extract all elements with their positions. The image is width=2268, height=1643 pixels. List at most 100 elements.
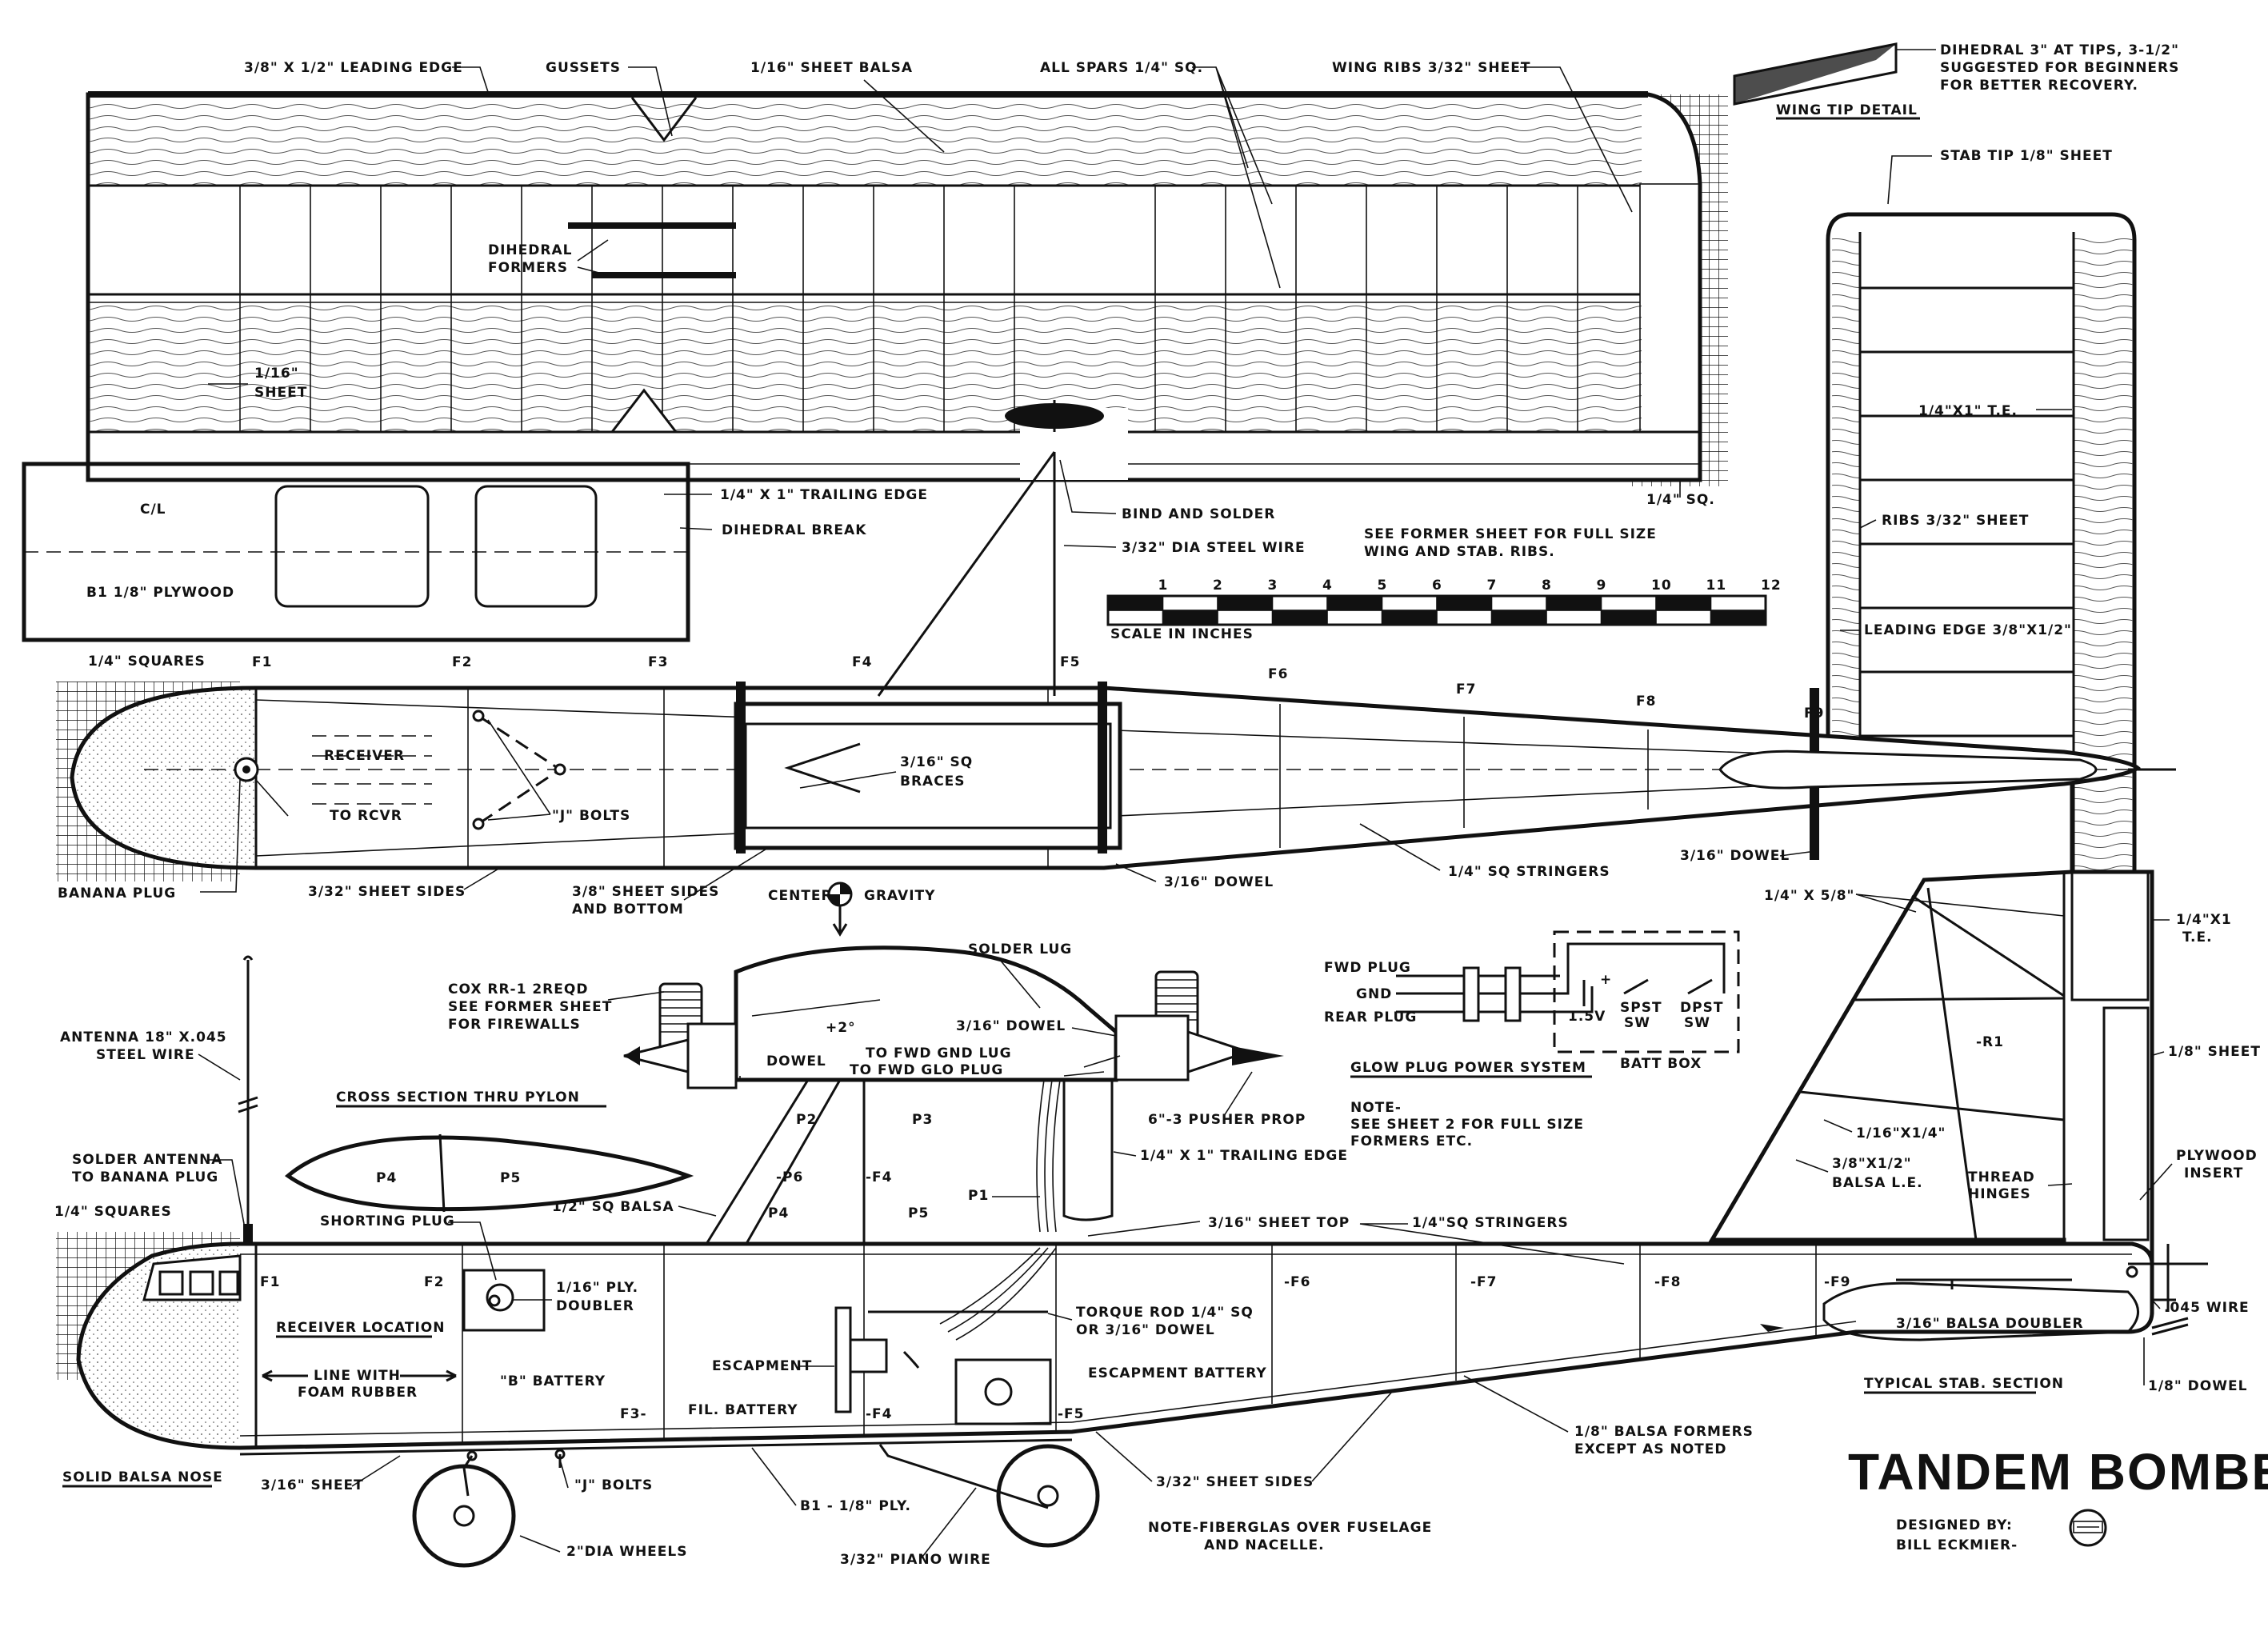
rear-wheel-hub bbox=[1037, 1485, 1059, 1507]
label-sides-bottom-2: AND BOTTOM bbox=[572, 901, 684, 917]
label-solder-ant-2: TO BANANA PLUG bbox=[72, 1169, 218, 1185]
shorting-plug-icon bbox=[486, 1283, 514, 1312]
label-fwd-glo: TO FWD GLO PLUG bbox=[850, 1062, 1003, 1078]
label-stab-tip: STAB TIP 1/8" SHEET bbox=[1940, 148, 2113, 164]
tail-dowel bbox=[2151, 1317, 2189, 1336]
wing-leader-lines bbox=[208, 66, 1681, 548]
label-sheet-balsa: 1/16" SHEET BALSA bbox=[750, 60, 913, 76]
label-leading-edge: 3/8" X 1/2" LEADING EDGE bbox=[244, 60, 463, 76]
scale-segment bbox=[1710, 610, 1766, 625]
fin-leader-lines bbox=[1795, 893, 2173, 1201]
plug-block-1 bbox=[1462, 966, 1480, 1022]
escapement-hook bbox=[902, 1350, 920, 1369]
scale-tick-label: 12 bbox=[1761, 578, 1782, 594]
label-sheet: SHEET bbox=[254, 385, 307, 401]
label-line-with-1: LINE WITH bbox=[314, 1368, 401, 1384]
label-sheet-316: 3/16" SHEET bbox=[261, 1477, 364, 1493]
label-fil-battery: FIL. BATTERY bbox=[688, 1402, 798, 1418]
scale-tick-label: 10 bbox=[1651, 578, 1672, 594]
wing-le-sheeting bbox=[90, 98, 1642, 186]
scale-tick-label: 1 bbox=[1158, 578, 1169, 594]
scale-segment bbox=[1108, 596, 1163, 610]
label-ply-doubler-1: 1/16" PLY. bbox=[556, 1280, 638, 1296]
label-fin-116: 1/16"X1/4" bbox=[1856, 1125, 1946, 1141]
fin-assembly: 1/4" X 5/8" 1/4"X1 T.E. -R1 1/8" SHEET 1… bbox=[1708, 869, 2261, 1314]
label-p3: P3 bbox=[912, 1112, 933, 1128]
window-2 bbox=[189, 1270, 214, 1296]
glow-plug-system: FWD PLUG GND REAR PLUG + 1.5V SPST SW DP… bbox=[1324, 930, 1740, 1149]
scale-tick-label: 9 bbox=[1597, 578, 1607, 594]
label-quarter-sq: 1/4" SQ. bbox=[1646, 492, 1715, 508]
page-title: TANDEM BOMBER bbox=[1848, 1443, 2268, 1501]
label-glow-note-3: FORMERS ETC. bbox=[1350, 1133, 1473, 1149]
wing-tip-detail: WING TIP DETAIL DIHEDRAL 3" AT TIPS, 3-1… bbox=[1733, 42, 2179, 120]
label-side-f7: -F7 bbox=[1470, 1274, 1498, 1290]
label-side-f9: -F9 bbox=[1824, 1274, 1851, 1290]
wing-ribs bbox=[86, 186, 1578, 432]
label-dpst-sw: SW bbox=[1684, 1015, 1710, 1031]
top-former-label: F5 bbox=[1060, 654, 1080, 670]
label-side-j-bolts: "J" BOLTS bbox=[574, 1477, 653, 1493]
label-dihedral-break: DIHEDRAL BREAK bbox=[722, 522, 866, 538]
label-glow-note-1: NOTE- bbox=[1350, 1100, 1402, 1116]
front-wheel-icon bbox=[412, 1464, 516, 1568]
label-fin-sheet: 1/8" SHEET bbox=[2168, 1044, 2261, 1060]
label-side-sheet-sides: 3/32" SHEET SIDES bbox=[1156, 1474, 1314, 1490]
top-dowel-1 bbox=[736, 682, 746, 853]
scale-tick-label: 3 bbox=[1268, 578, 1278, 594]
label-cl: C/L bbox=[140, 502, 166, 518]
esc-battery-cell bbox=[984, 1377, 1013, 1406]
label-top-squares: 1/4" SQUARES bbox=[88, 654, 206, 670]
scale-segment bbox=[1217, 610, 1274, 626]
label-top-dowel-2: 3/16" DOWEL bbox=[1680, 848, 1790, 864]
scale-segment bbox=[1271, 595, 1328, 611]
switch-symbols bbox=[1623, 978, 1713, 995]
label-fin-585: 1/4" X 5/8" bbox=[1764, 888, 1854, 904]
side-stab-section bbox=[1822, 1281, 2139, 1341]
plywood-cutout-1 bbox=[274, 485, 430, 608]
label-plywood: B1 1/8" PLYWOOD bbox=[86, 585, 234, 601]
antenna-tip bbox=[242, 955, 254, 961]
scale-segment bbox=[1656, 596, 1711, 610]
label-side-f8: -F8 bbox=[1654, 1274, 1682, 1290]
label-ply-doubler-2: DOUBLER bbox=[556, 1298, 634, 1314]
scale-segment bbox=[1655, 610, 1712, 626]
stab-ribs bbox=[1860, 286, 2074, 738]
label-p4: P4 bbox=[768, 1205, 789, 1221]
side-ply-bottom bbox=[239, 1438, 1073, 1456]
side-tail-clip bbox=[1760, 1324, 1784, 1332]
label-esc-battery: ESCAPMENT BATTERY bbox=[1088, 1365, 1267, 1381]
scale-segment bbox=[1546, 610, 1602, 626]
label-r1: -R1 bbox=[1976, 1034, 2004, 1050]
shorting-plug-pin bbox=[488, 1294, 501, 1307]
j-bolt-3 bbox=[554, 763, 566, 776]
top-former-label: F9 bbox=[1804, 706, 1824, 722]
gusset-lower bbox=[609, 388, 679, 434]
dihedral-former-1 bbox=[568, 222, 736, 229]
gusset-upper bbox=[630, 97, 698, 142]
label-formers-1: 1/8" BALSA FORMERS bbox=[1574, 1424, 1754, 1440]
label-solid-nose: SOLID BALSA NOSE bbox=[62, 1469, 223, 1485]
fin-rudder-sheet bbox=[2102, 1006, 2150, 1241]
label-antenna-2: STEEL WIRE bbox=[96, 1047, 195, 1063]
banana-plug-center bbox=[242, 766, 250, 774]
window-1 bbox=[158, 1270, 184, 1296]
cg-symbol bbox=[827, 881, 853, 937]
label-b-battery: "B" BATTERY bbox=[500, 1373, 606, 1389]
label-dihedral-tips: DIHEDRAL 3" AT TIPS, 3-1/2" bbox=[1940, 42, 2179, 58]
label-suggested: SUGGESTED FOR BEGINNERS bbox=[1940, 60, 2179, 76]
label-spst-sw: SW bbox=[1624, 1015, 1650, 1031]
j-bolt-2 bbox=[472, 818, 485, 830]
label-receiver: RECEIVER bbox=[324, 748, 405, 764]
label-cox-2: SEE FORMER SHEET bbox=[448, 999, 612, 1015]
escapement-battery bbox=[954, 1358, 1052, 1425]
label-glow-title: GLOW PLUG POWER SYSTEM bbox=[1350, 1060, 1586, 1076]
label-typical-stab: TYPICAL STAB. SECTION bbox=[1864, 1376, 2064, 1392]
label-fin-dowel: 1/8" DOWEL bbox=[2148, 1378, 2247, 1394]
escapement-body bbox=[849, 1338, 888, 1373]
top-braces bbox=[784, 742, 861, 794]
pylon-leader-lines bbox=[607, 959, 1253, 1237]
label-recovery: FOR BETTER RECOVERY. bbox=[1940, 78, 2138, 94]
rear-wheel-icon bbox=[996, 1444, 1100, 1548]
